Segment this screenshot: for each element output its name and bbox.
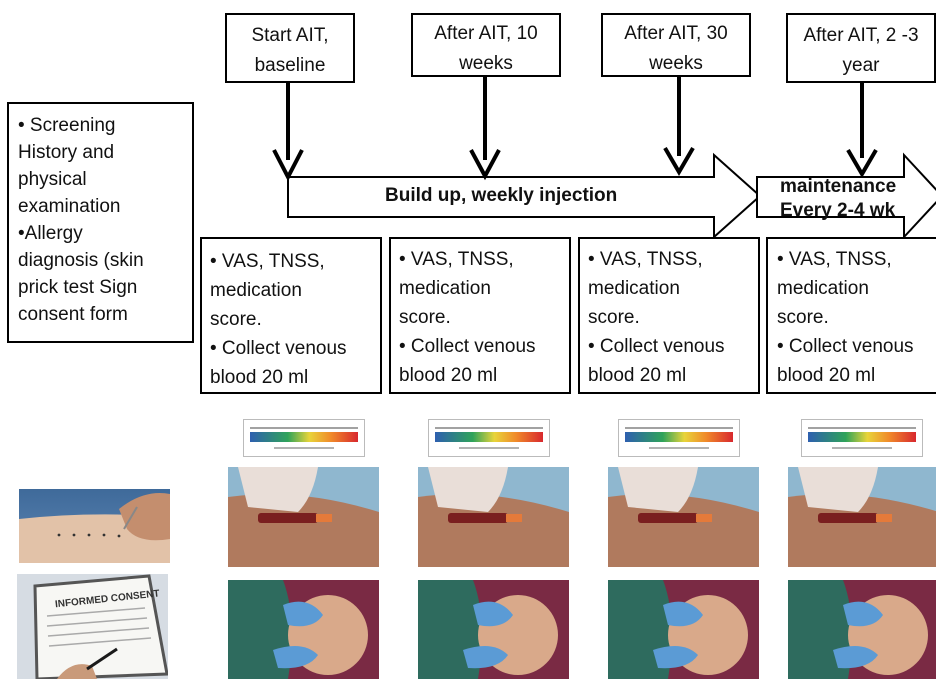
screening-line-6: diagnosis (skin: [18, 250, 144, 271]
down-arrow-1: [272, 82, 304, 182]
assessment-4-line-2: medication: [777, 278, 869, 299]
buildup-arrow: [287, 152, 762, 240]
assessment-2-line-5: blood 20 ml: [399, 365, 498, 386]
screening-line-2: History and: [18, 142, 115, 163]
assessment-3-line-1: • VAS, TNSS,: [588, 249, 703, 270]
timepoint-3-line2: weeks: [649, 53, 703, 74]
screening-line-3: physical: [18, 169, 87, 190]
assessment-2-line-4: • Collect venous: [399, 336, 536, 357]
down-arrow-3: [663, 76, 695, 176]
assessment-3-line-4: • Collect venous: [588, 336, 725, 357]
injection-photo-2: [418, 580, 569, 679]
assessment-3-line-3: score.: [588, 307, 640, 328]
timepoint-box-4: After AIT, 2 -3 year: [786, 13, 936, 83]
maintenance-arrow: [756, 152, 936, 240]
injection-photo-3: [608, 580, 759, 679]
timepoint-1-line1: Start AIT,: [251, 25, 329, 46]
buildup-label: Build up, weekly injection: [385, 185, 618, 206]
assessment-1-line-1: • VAS, TNSS,: [210, 251, 325, 272]
injection-photo-1: [228, 580, 379, 679]
screening-line-5: •Allergy: [18, 223, 83, 244]
timepoint-1-line2: baseline: [254, 55, 326, 76]
assessment-box-3: • VAS, TNSS, medication score. • Collect…: [578, 237, 760, 394]
blood-draw-photo-2: [418, 467, 569, 567]
screening-line-8: consent form: [18, 304, 128, 325]
assessment-4-line-3: score.: [777, 307, 829, 328]
timepoint-box-2: After AIT, 10 weeks: [411, 13, 561, 77]
assessment-4-line-4: • Collect venous: [777, 336, 914, 357]
maintenance-label-line1: maintenance: [780, 176, 897, 197]
consent-form-photo: INFORMED CONSENT: [17, 574, 168, 679]
assessment-box-1: • VAS, TNSS, medication score. • Collect…: [200, 237, 382, 394]
assessment-3-line-5: blood 20 ml: [588, 365, 687, 386]
assessment-1-line-4: • Collect venous: [210, 338, 347, 359]
assessment-3-line-2: medication: [588, 278, 680, 299]
down-arrow-4: [846, 82, 878, 178]
assessment-2-line-3: score.: [399, 307, 451, 328]
assessment-1-line-2: medication: [210, 280, 302, 301]
timepoint-2-line2: weeks: [459, 53, 513, 74]
prick-test-photo: [19, 489, 170, 563]
timepoint-4-line1: After AIT, 2 -3: [803, 25, 919, 46]
screening-line-1: • Screening: [18, 115, 116, 136]
timepoint-box-3: After AIT, 30 weeks: [601, 13, 751, 77]
assessment-2-line-2: medication: [399, 278, 491, 299]
vas-scale-image-3: [618, 419, 740, 457]
vas-scale-image-4: [801, 419, 923, 457]
timepoint-2-line1: After AIT, 10: [434, 23, 538, 44]
down-arrow-2: [469, 76, 501, 181]
blood-draw-photo-4: [788, 467, 936, 567]
vas-scale-image-1: [243, 419, 365, 457]
screening-line-7: prick test Sign: [18, 277, 138, 298]
maintenance-label: maintenance Every 2-4 wk: [780, 175, 896, 223]
assessment-box-2: • VAS, TNSS, medication score. • Collect…: [389, 237, 571, 394]
timepoint-box-1: Start AIT, baseline: [225, 13, 355, 83]
assessment-4-line-5: blood 20 ml: [777, 365, 876, 386]
injection-photo-4: [788, 580, 936, 679]
assessment-1-line-5: blood 20 ml: [210, 367, 309, 388]
blood-draw-photo-1: [228, 467, 379, 567]
vas-scale-image-2: [428, 419, 550, 457]
screening-line-4: examination: [18, 196, 121, 217]
timepoint-4-line2: year: [842, 55, 880, 76]
timepoint-3-line1: After AIT, 30: [624, 23, 728, 44]
blood-draw-photo-3: [608, 467, 759, 567]
assessment-2-line-1: • VAS, TNSS,: [399, 249, 514, 270]
assessment-1-line-3: score.: [210, 309, 262, 330]
maintenance-label-line2: Every 2-4 wk: [780, 200, 896, 221]
assessment-4-line-1: • VAS, TNSS,: [777, 249, 892, 270]
screening-box: • Screening History and physical examina…: [7, 102, 194, 343]
assessment-box-4: • VAS, TNSS, medication score. • Collect…: [766, 237, 936, 394]
